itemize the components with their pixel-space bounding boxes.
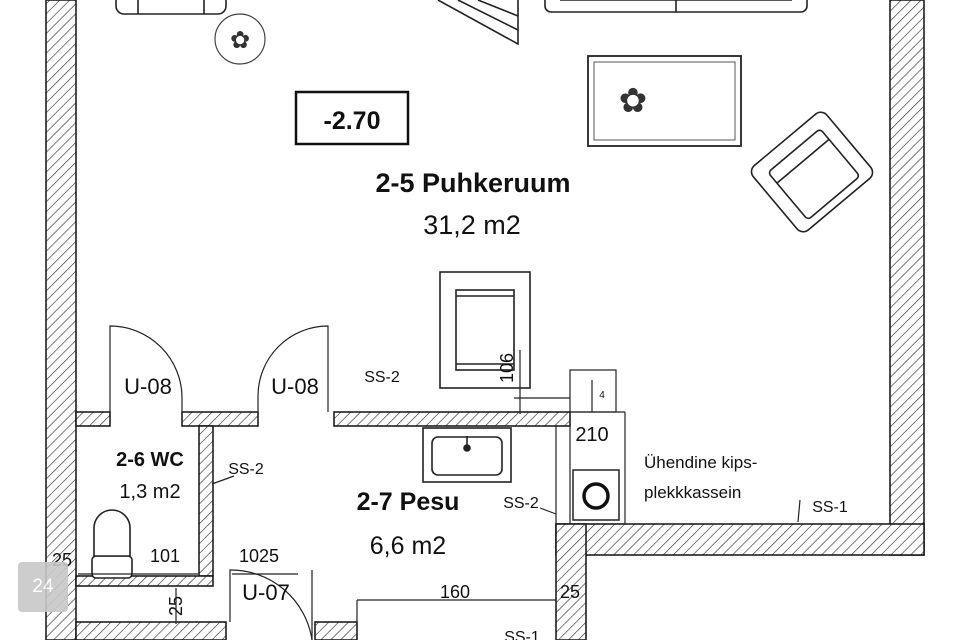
- level-marker-box: [294, 90, 410, 146]
- flower-icon: ✿: [619, 81, 648, 121]
- dim-160: 160: [440, 582, 470, 602]
- room-area-puhkeruum: 31,2 m2: [423, 210, 521, 240]
- wall-type-ss2-top: SS-2: [364, 369, 400, 386]
- toilet: [91, 509, 133, 579]
- doors: [109, 325, 329, 640]
- room-name-pesu: 2-7 Pesu: [357, 488, 460, 516]
- wall-type-ss2-pesu: SS-2: [503, 495, 539, 512]
- dim-4: 4: [599, 390, 605, 401]
- wall-left: [45, 0, 77, 640]
- washbasin: [422, 427, 512, 483]
- stair: [437, 0, 519, 46]
- bench: [439, 271, 531, 389]
- furniture-puhkeruum: ✿ ✿: [115, 0, 874, 389]
- room-area-pesu: 6,6 m2: [370, 532, 446, 560]
- wall-bottom-left: [75, 621, 227, 640]
- note-line-1: Ühendine kips-: [644, 453, 757, 472]
- wall-wc-bottom: [75, 575, 214, 587]
- wall-bottom-mid: [314, 621, 358, 640]
- dim-1025: 1025: [239, 546, 279, 566]
- door-label-wc: U-08: [124, 374, 172, 399]
- wall-type-ss1-right: SS-1: [812, 499, 848, 516]
- door-u07: [229, 569, 313, 640]
- wall-type-ss2-wc: SS-2: [228, 461, 264, 478]
- wall-bottom-right: [555, 523, 925, 556]
- plant-icon: ✿: [214, 13, 266, 65]
- dimension-lines: [78, 350, 521, 624]
- dim-101: 101: [150, 546, 180, 566]
- level-marker: -2.70: [324, 107, 381, 135]
- walls: [45, 0, 925, 640]
- armchair-right: [750, 111, 874, 233]
- wall-type-ss1-bottom: SS-1: [504, 629, 540, 640]
- door-u08-wc: [109, 325, 183, 412]
- drain-fixture: [572, 469, 620, 521]
- wall-partition-1: [75, 411, 111, 427]
- svg-text:✿: ✿: [230, 26, 250, 54]
- dim-25-right: 25: [560, 582, 580, 602]
- coffee-table: ✿: [587, 55, 742, 147]
- leader-lines: [211, 475, 801, 523]
- inner-lines: [356, 369, 626, 640]
- dim-210: 210: [575, 424, 608, 446]
- wall-partition-2: [181, 411, 259, 427]
- door-label-u07: U-07: [242, 580, 290, 605]
- wall-right: [889, 0, 925, 556]
- door-label-pesu: U-08: [271, 374, 319, 399]
- note-line-2: plekkkassein: [644, 483, 741, 502]
- room-name-wc: 2-6 WC: [116, 449, 184, 471]
- page-number-badge: 24: [18, 562, 68, 612]
- door-u08-pesu: [257, 325, 329, 412]
- room-area-wc: 1,3 m2: [119, 481, 180, 503]
- wall-step-vertical: [555, 523, 587, 640]
- wall-wc-right: [198, 425, 214, 577]
- armchair-top-left: [115, 0, 227, 15]
- sofa-top: [544, 0, 808, 13]
- dim-106: 106: [497, 353, 517, 383]
- wall-partition-3: [333, 411, 571, 427]
- room-name-puhkeruum: 2-5 Puhkeruum: [375, 168, 570, 198]
